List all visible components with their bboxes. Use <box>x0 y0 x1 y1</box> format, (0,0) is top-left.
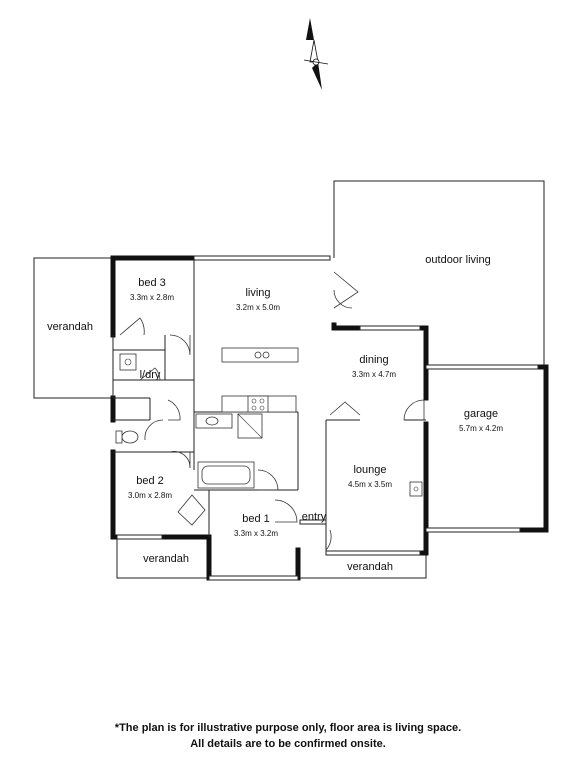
room-living: living 3.2m x 5.0m <box>236 287 280 312</box>
room-verandah-south-right: verandah <box>347 561 393 573</box>
room-label: verandah <box>347 561 393 573</box>
cooktop <box>247 395 269 413</box>
room-dimensions: 4.5m x 3.5m <box>348 480 392 489</box>
room-laundry: l/dry <box>140 369 161 381</box>
vanity <box>195 413 233 429</box>
room-dimensions: 3.3m x 3.2m <box>234 529 278 538</box>
disclaimer-line-1: *The plan is for illustrative purpose on… <box>114 722 462 734</box>
fireplace <box>409 481 423 497</box>
room-label: outdoor living <box>425 254 490 266</box>
doors <box>119 271 425 551</box>
toilet <box>121 430 139 444</box>
room-verandah-west: verandah <box>47 321 93 333</box>
room-label: living <box>245 287 270 299</box>
room-garage: garage 5.7m x 4.2m <box>459 408 503 433</box>
room-entry: entry <box>302 511 327 523</box>
room-verandah-south-left: verandah <box>143 553 189 565</box>
room-label: garage <box>464 408 498 420</box>
room-dining: dining 3.3m x 4.7m <box>352 354 396 379</box>
room-dimensions: 3.3m x 2.8m <box>130 293 174 302</box>
room-label: bed 1 <box>242 513 270 525</box>
room-bed-1: bed 1 3.3m x 3.2m <box>234 513 278 538</box>
verandah-south-area <box>116 537 427 579</box>
room-label: bed 3 <box>138 277 166 289</box>
kitchen-bench <box>221 347 299 363</box>
disclaimer: *The plan is for illustrative purpose on… <box>0 720 576 752</box>
room-dimensions: 3.2m x 5.0m <box>236 303 280 312</box>
compass-icon <box>303 18 329 90</box>
room-label: entry <box>302 511 327 523</box>
room-label: dining <box>359 354 388 366</box>
room-label: verandah <box>47 321 93 333</box>
verandah-west-area <box>33 257 113 399</box>
room-label: lounge <box>353 464 386 476</box>
fixtures <box>115 347 423 497</box>
room-outdoor-living: outdoor living <box>425 254 490 266</box>
room-lounge: lounge 4.5m x 3.5m <box>348 464 392 489</box>
room-dimensions: 3.0m x 2.8m <box>128 491 172 500</box>
room-label: l/dry <box>140 369 161 381</box>
room-label: verandah <box>143 553 189 565</box>
room-label: bed 2 <box>136 475 164 487</box>
exterior-walls <box>110 255 549 581</box>
room-bed-2: bed 2 3.0m x 2.8m <box>128 475 172 500</box>
room-bed-3: bed 3 3.3m x 2.8m <box>130 277 174 302</box>
outdoor-living-area <box>333 180 545 367</box>
room-dimensions: 3.3m x 4.7m <box>352 370 396 379</box>
disclaimer-line-2: All details are to be confirmed onsite. <box>190 738 386 750</box>
room-dimensions: 5.7m x 4.2m <box>459 424 503 433</box>
laundry-tub <box>119 353 137 371</box>
